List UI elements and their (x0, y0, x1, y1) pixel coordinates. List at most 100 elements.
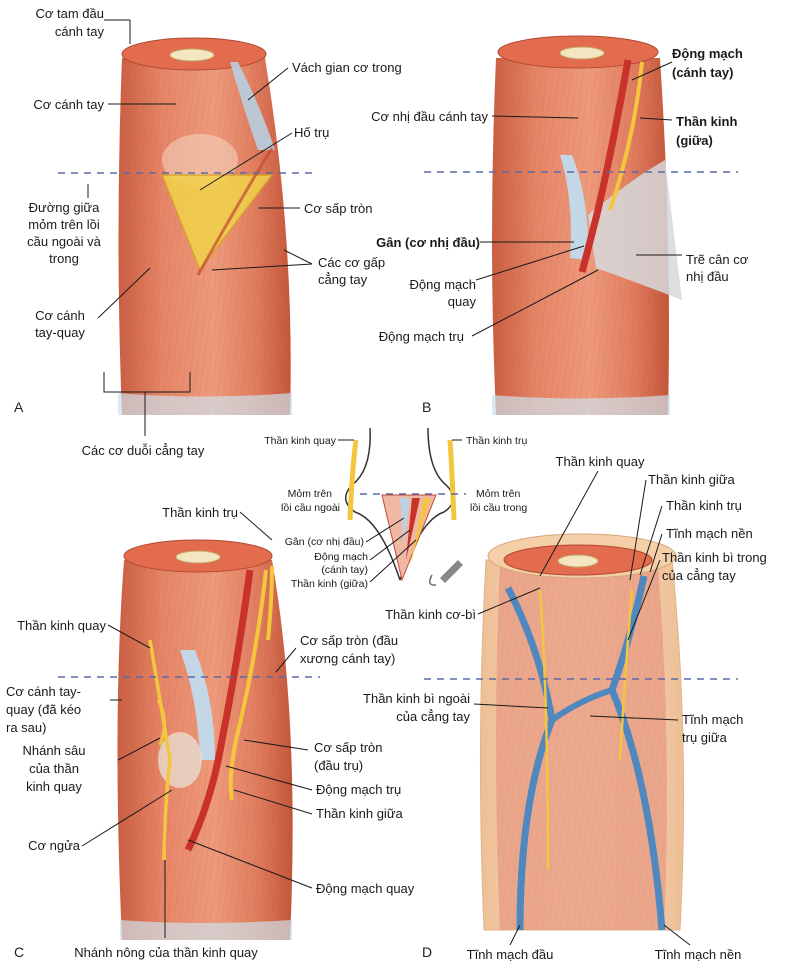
panel-a-illustration: A (14, 37, 292, 415)
label-a-triceps-2: cánh tay (55, 24, 105, 39)
panel-d-basilic-vein (608, 575, 666, 931)
label-b-nerve-2: (giữa) (676, 133, 713, 148)
label-a-triceps-1: Cơ tam đầu (36, 6, 105, 21)
panel-d-median-cubital (550, 687, 613, 723)
label-a-brachiorad-2: tay-quay (35, 325, 85, 340)
label-b-artery-1: Động mạch (672, 46, 743, 61)
panel-a-pale-strip (118, 393, 292, 415)
label-b-aponeurosis-2: nhị đầu (686, 269, 729, 284)
label-d-med-cubital-1: Tĩnh mạch (682, 712, 743, 727)
label-c-pronator-u-1: Cơ sấp tròn (314, 740, 383, 755)
panel-b-median-nerve (608, 61, 644, 211)
label-c-radial-n: Thần kinh quay (17, 618, 106, 633)
inset-radial-nerve (347, 439, 359, 521)
label-a-flexors-2: cẳng tay (318, 272, 368, 287)
label-inset-tendon: Gân (cơ nhị đầu) (285, 536, 364, 548)
pencil-icon (429, 560, 463, 586)
label-a-line-4: trong (49, 251, 79, 266)
label-c-deep-2: của thần (29, 761, 79, 776)
label-d-cephalic: Tĩnh mạch đầu (467, 947, 554, 962)
label-inset-artery-1: Động mạch (314, 551, 368, 563)
panel-d-medial-cutaneous (618, 589, 634, 761)
label-b-biceps: Cơ nhị đầu cánh tay (371, 109, 488, 124)
panel-b-illustration: B (422, 35, 682, 415)
label-c-brachiorad-3: ra sau) (6, 720, 46, 735)
label-inset-radial-n: Thần kinh quay (264, 435, 337, 447)
inset-ulnar-nerve (447, 439, 457, 521)
panel-b-tendon (560, 155, 589, 260)
panel-c-ulnar-nerve (266, 565, 274, 641)
panel-c-median-nerve (228, 569, 268, 801)
panel-c-radial-nerve (148, 639, 172, 861)
inset-median (410, 498, 430, 565)
label-a-brachialis: Cơ cánh tay (33, 97, 104, 112)
label-a-brachiorad-1: Cơ cánh (35, 308, 85, 323)
panel-b-pale-strip (492, 395, 670, 415)
label-d-ulnar-n: Thần kinh trụ (666, 498, 742, 513)
label-a-line-2: mỏm trên lồi (28, 217, 100, 232)
label-d-lat-cut-2: của cẳng tay (396, 709, 470, 724)
label-c-pronator-h-1: Cơ sấp tròn (đầu (300, 633, 398, 648)
panel-c-pale-strip (120, 920, 292, 940)
panel-b-aponeurosis (588, 160, 682, 300)
label-d-med-cut-1: Thần kinh bì trong (662, 550, 767, 565)
label-c-brachiorad-2: quay (đã kéo (6, 702, 81, 717)
label-d-musculocut: Thần kinh cơ-bì (385, 607, 476, 622)
panel-c-deep-branch (156, 699, 166, 746)
label-c-median: Thần kinh giữa (316, 806, 404, 821)
panel-c-brachial-artery (184, 569, 254, 852)
panel-b-letter: B (422, 399, 431, 415)
panel-d-musculocutaneous (538, 589, 550, 871)
inset-diagram (345, 427, 463, 586)
label-c-radial-a: Động mạch quay (316, 881, 415, 896)
label-d-median-n: Thần kinh giữa (648, 472, 736, 487)
label-a-flexors-1: Các cơ gấp (318, 255, 385, 270)
label-c-ulnar-a: Động mạch trụ (316, 782, 401, 797)
panel-c-illustration: C (14, 539, 293, 960)
label-b-tendon: Gân (cơ nhị đầu) (376, 235, 480, 250)
label-d-med-cut-2: của cẳng tay (662, 568, 736, 583)
label-d-basilic-bottom: Tĩnh mạch nền (655, 947, 742, 962)
label-inset-med-epi-2: lồi cầu trong (470, 502, 527, 514)
inset-artery (406, 498, 420, 560)
label-c-superficial: Nhánh nông của thần kinh quay (74, 945, 258, 960)
panel-d-cephalic-vein (504, 586, 556, 931)
panel-a-letter: A (14, 399, 24, 415)
label-a-line-3: cầu ngoài và (27, 234, 101, 249)
label-b-ulnar-a: Động mạch trụ (379, 329, 464, 344)
panel-a-humerus-cut (169, 48, 215, 62)
label-inset-ulnar-n: Thần kinh trụ (466, 435, 527, 447)
label-d-basilic-top: Tĩnh mạch nền (666, 526, 753, 541)
label-c-deep-3: kinh quay (26, 779, 82, 794)
label-d-lat-cut-1: Thần kinh bì ngoài (363, 691, 470, 706)
label-a-septum: Vách gian cơ trong (292, 60, 402, 75)
label-d-med-cubital-2: trụ giữa (682, 730, 728, 745)
panel-c-letter: C (14, 944, 24, 960)
panel-c-supinator-area (158, 732, 202, 788)
label-c-ulnar-n: Thần kinh trụ (162, 505, 238, 520)
label-c-supinator: Cơ ngửa (28, 838, 81, 853)
label-inset-artery-2: (cánh tay) (321, 564, 368, 576)
leader-lines (81, 19, 691, 946)
label-a-line-1: Đường giữa (29, 200, 101, 215)
label-d-radial-n: Thần kinh quay (556, 454, 645, 469)
label-b-aponeurosis-1: Trẽ cân cơ (686, 252, 749, 267)
inset-outline-left (345, 427, 401, 581)
label-c-pronator-u-2: (đầu trụ) (314, 758, 363, 773)
label-a-extensors: Các cơ duỗi cẳng tay (82, 443, 205, 458)
label-b-artery-2: (cánh tay) (672, 65, 733, 80)
label-a-fossa: Hố trụ (294, 125, 329, 140)
panel-d-letter: D (422, 944, 432, 960)
label-inset-median: Thần kinh (giữa) (291, 578, 368, 590)
label-b-radial-a-1: Động mạch (410, 277, 476, 292)
panel-b-brachial-artery (578, 59, 632, 273)
label-c-pronator-h-2: xương cánh tay) (300, 651, 395, 666)
label-inset-lat-epi-2: lồi cầu ngoài (281, 502, 340, 514)
label-b-radial-a-2: quay (448, 294, 477, 309)
panel-a-cubital-fossa (160, 174, 274, 272)
panel-a-pronator-edge (196, 147, 274, 276)
label-c-brachiorad-1: Cơ cánh tay- (6, 684, 81, 699)
label-inset-med-epi-1: Mỏm trên (476, 488, 521, 500)
